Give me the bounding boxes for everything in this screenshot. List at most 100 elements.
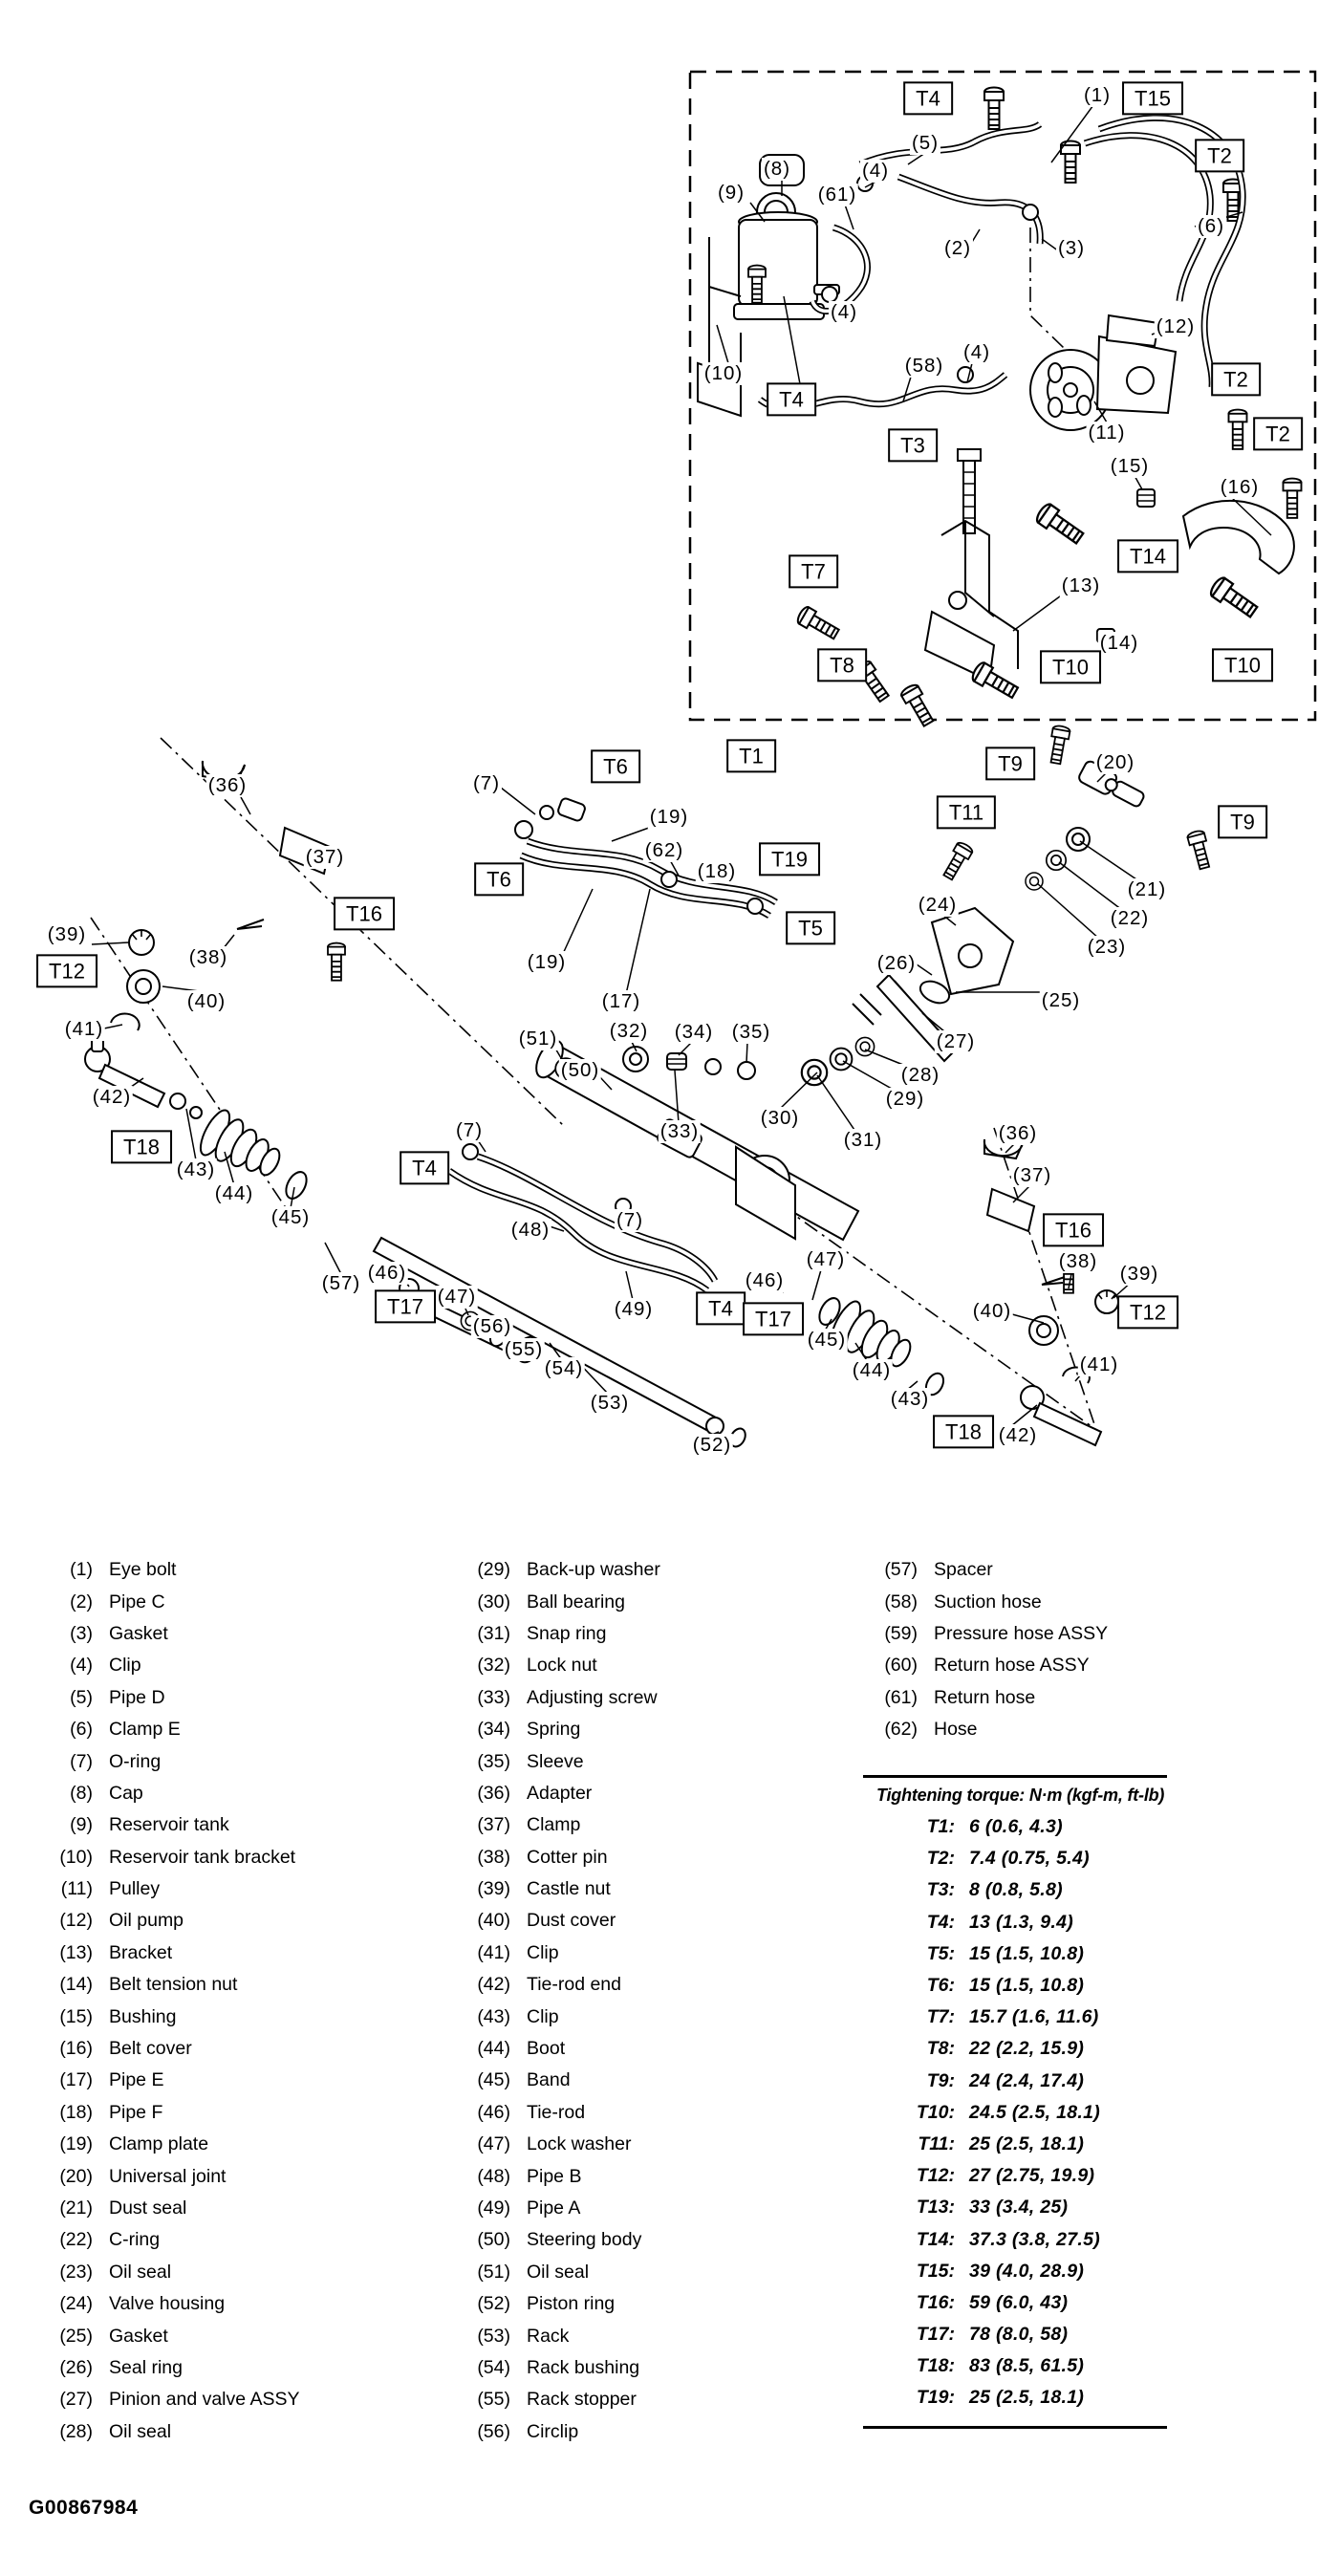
part-name: Tie-rod <box>527 2101 586 2123</box>
part-callout: (4) <box>961 341 993 364</box>
part-name: Oil seal <box>527 2261 590 2283</box>
part-row: (16)Belt cover <box>33 2033 299 2065</box>
part-number: (36) <box>477 1782 510 1804</box>
part-name: Dust cover <box>527 1910 616 1932</box>
part-number: (56) <box>477 2420 510 2442</box>
part-callout: (33) <box>658 1120 702 1143</box>
part-row: (9)Reservoir tank <box>33 1809 299 1841</box>
torque-callout: T10 <box>1212 648 1273 682</box>
part-name: Rack bushing <box>527 2356 640 2378</box>
torque-row-value: 25 (2.5, 18.1) <box>969 2387 1085 2409</box>
part-callout: (18) <box>695 860 739 883</box>
part-name: Belt cover <box>109 2038 192 2060</box>
part-number: (44) <box>477 2038 510 2060</box>
part-row: (62)Hose <box>858 1714 1108 1745</box>
part-name: Belt tension nut <box>109 1974 238 1996</box>
part-callout: (23) <box>1085 936 1129 959</box>
part-callout: (42) <box>996 1424 1040 1447</box>
part-row: (2)Pipe C <box>33 1586 299 1617</box>
part-number: (15) <box>59 2005 93 2027</box>
part-row: (8) Cap <box>33 1778 299 1809</box>
part-callout: (9) <box>715 182 747 205</box>
torque-callout: T14 <box>1117 539 1178 574</box>
part-number: (53) <box>477 2325 510 2347</box>
part-number: (28) <box>59 2420 93 2442</box>
part-row: (50)Steering body <box>451 2224 660 2256</box>
part-name: Back-up washer <box>527 1559 660 1581</box>
part-number: (48) <box>477 2165 510 2187</box>
part-number: (40) <box>477 1910 510 1932</box>
part-number: (7) <box>70 1750 93 1772</box>
torque-row: T5:15 (1.5, 10.8) <box>863 1938 1167 1970</box>
part-name: Tie-rod end <box>527 1974 621 1996</box>
part-callout: (29) <box>883 1088 927 1111</box>
part-callout: (45) <box>805 1329 849 1352</box>
part-number: (5) <box>70 1686 93 1708</box>
part-callout: (39) <box>45 923 89 946</box>
part-callout: (47) <box>435 1286 479 1309</box>
part-number: (21) <box>59 2197 93 2219</box>
torque-row: T3:8 (0.8, 5.8) <box>863 1874 1167 1906</box>
part-number: (25) <box>59 2325 93 2347</box>
part-number: (2) <box>70 1591 93 1613</box>
part-number: (45) <box>477 2069 510 2091</box>
part-name: Rack <box>527 2325 570 2347</box>
part-row: (56)Circlip <box>451 2416 660 2448</box>
part-callout: (51) <box>516 1028 560 1050</box>
part-number: (38) <box>477 1846 510 1868</box>
part-row: (25)Gasket <box>33 2320 299 2351</box>
part-callout: (27) <box>934 1030 978 1053</box>
part-name: Cap <box>109 1782 143 1804</box>
part-callout: (15) <box>1108 455 1152 478</box>
torque-row-label: T10: <box>916 2101 955 2123</box>
part-row: (40) Dust cover <box>451 1905 660 1937</box>
part-name: Valve housing <box>109 2293 226 2315</box>
part-number: (6) <box>70 1719 93 1741</box>
part-callout: (4) <box>859 160 892 183</box>
part-callout: (52) <box>690 1434 734 1457</box>
part-callout: (21) <box>1125 878 1169 901</box>
torque-callout: T17 <box>743 1302 804 1336</box>
part-callout: (50) <box>558 1059 602 1082</box>
part-callout: (32) <box>607 1020 651 1043</box>
part-row: (43)Clip <box>451 2001 660 2032</box>
part-callout: (55) <box>502 1338 546 1361</box>
part-callout: (49) <box>612 1298 656 1321</box>
torque-row: T4:13 (1.3, 9.4) <box>863 1907 1167 1938</box>
parts-list-column-3: (57)Spacer(58)Suction hose(59)Pressure h… <box>858 1554 1108 1745</box>
part-number: (27) <box>59 2389 93 2411</box>
part-number: (18) <box>59 2101 93 2123</box>
torque-row: T18:83 (8.5, 61.5) <box>863 2350 1167 2382</box>
part-name: Return hose <box>934 1686 1036 1708</box>
part-number: (60) <box>884 1655 918 1677</box>
part-row: (4)Clip <box>33 1650 299 1681</box>
part-row: (20)Universal joint <box>33 2160 299 2192</box>
part-row: (47)Lock washer <box>451 2129 660 2160</box>
torque-callout: T5 <box>786 911 835 945</box>
torque-callout: T4 <box>767 382 816 417</box>
torque-callout: T11 <box>936 795 997 830</box>
torque-callout: T16 <box>334 897 395 931</box>
part-number: (50) <box>477 2229 510 2251</box>
part-number: (34) <box>477 1719 510 1741</box>
torque-callout: T2 <box>1253 417 1303 451</box>
part-callout: (36) <box>996 1122 1040 1145</box>
torque-callout: T9 <box>1218 805 1267 839</box>
part-callout: (44) <box>212 1182 256 1205</box>
part-number: (22) <box>59 2229 93 2251</box>
torque-row: T16:59 (6.0, 43) <box>863 2287 1167 2319</box>
torque-row-label: T8: <box>926 2038 955 2060</box>
part-name: Eye bolt <box>109 1559 177 1581</box>
part-callout: (12) <box>1154 315 1198 338</box>
part-number: (8) <box>70 1782 93 1804</box>
part-row: (29)Back-up washer <box>451 1554 660 1586</box>
part-name: Clamp E <box>109 1719 181 1741</box>
torque-row-value: 15 (1.5, 10.8) <box>969 1942 1085 1964</box>
part-callout: (19) <box>525 951 569 974</box>
part-name: Seal ring <box>109 2356 183 2378</box>
part-callout: (40) <box>184 990 228 1013</box>
part-number: (9) <box>70 1814 93 1836</box>
part-callout: (7) <box>614 1209 646 1232</box>
torque-row-label: T18: <box>916 2355 955 2377</box>
part-callout: (6) <box>1195 215 1227 238</box>
